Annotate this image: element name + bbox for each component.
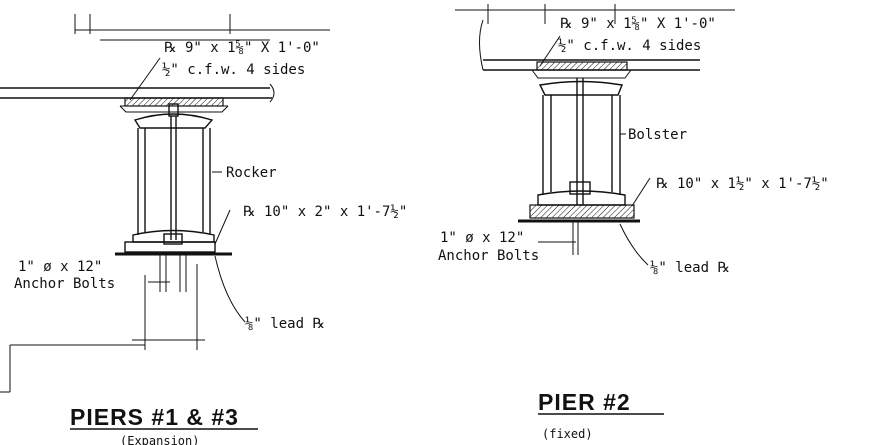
right-title: PIER #2 bbox=[538, 389, 631, 415]
right-anchor-size-label: 1" ø x 12" bbox=[440, 230, 524, 246]
pier-2-detail bbox=[455, 4, 735, 266]
left-bottom-plate-label: ℞ 10" x 2" x 1'-7½" bbox=[243, 204, 407, 220]
right-anchor-bolts-label: Anchor Bolts bbox=[438, 248, 539, 264]
left-girder bbox=[0, 14, 330, 103]
left-subtitle: (Expansion) bbox=[120, 434, 199, 445]
left-rocker bbox=[132, 103, 215, 245]
right-weld-label: ½" c.f.w. 4 sides bbox=[558, 38, 701, 54]
right-girder bbox=[455, 4, 735, 71]
left-anchor-size-label: 1" ø x 12" bbox=[18, 259, 102, 275]
piers-1-3-detail bbox=[0, 14, 330, 393]
left-weld-label: ½" c.f.w. 4 sides bbox=[162, 62, 305, 78]
right-lead-plate-label: ⅛" lead ℞ bbox=[650, 260, 730, 276]
left-leaders bbox=[129, 57, 246, 323]
left-base-plate bbox=[0, 241, 232, 393]
right-subtitle: (fixed) bbox=[542, 427, 593, 441]
left-lead-plate-label: ⅛" lead ℞ bbox=[245, 316, 325, 332]
right-bolster-label: Bolster bbox=[628, 127, 687, 143]
right-bolster bbox=[537, 78, 626, 206]
right-leaders bbox=[538, 35, 651, 266]
right-base-plate bbox=[518, 204, 640, 255]
right-top-plate-label: ℞ 9" x 1⅝" X 1'-0" bbox=[560, 16, 716, 32]
left-top-plate-label: ℞ 9" x 1⅝" X 1'-0" bbox=[164, 40, 320, 56]
left-top-plate bbox=[119, 97, 229, 113]
right-bottom-plate-label: ℞ 10" x 1½" x 1'-7½" bbox=[656, 176, 829, 192]
left-anchor-bolts-label: Anchor Bolts bbox=[14, 276, 115, 292]
right-top-plate bbox=[531, 61, 632, 79]
left-rocker-label: Rocker bbox=[226, 165, 277, 181]
left-title: PIERS #1 & #3 bbox=[70, 404, 239, 430]
